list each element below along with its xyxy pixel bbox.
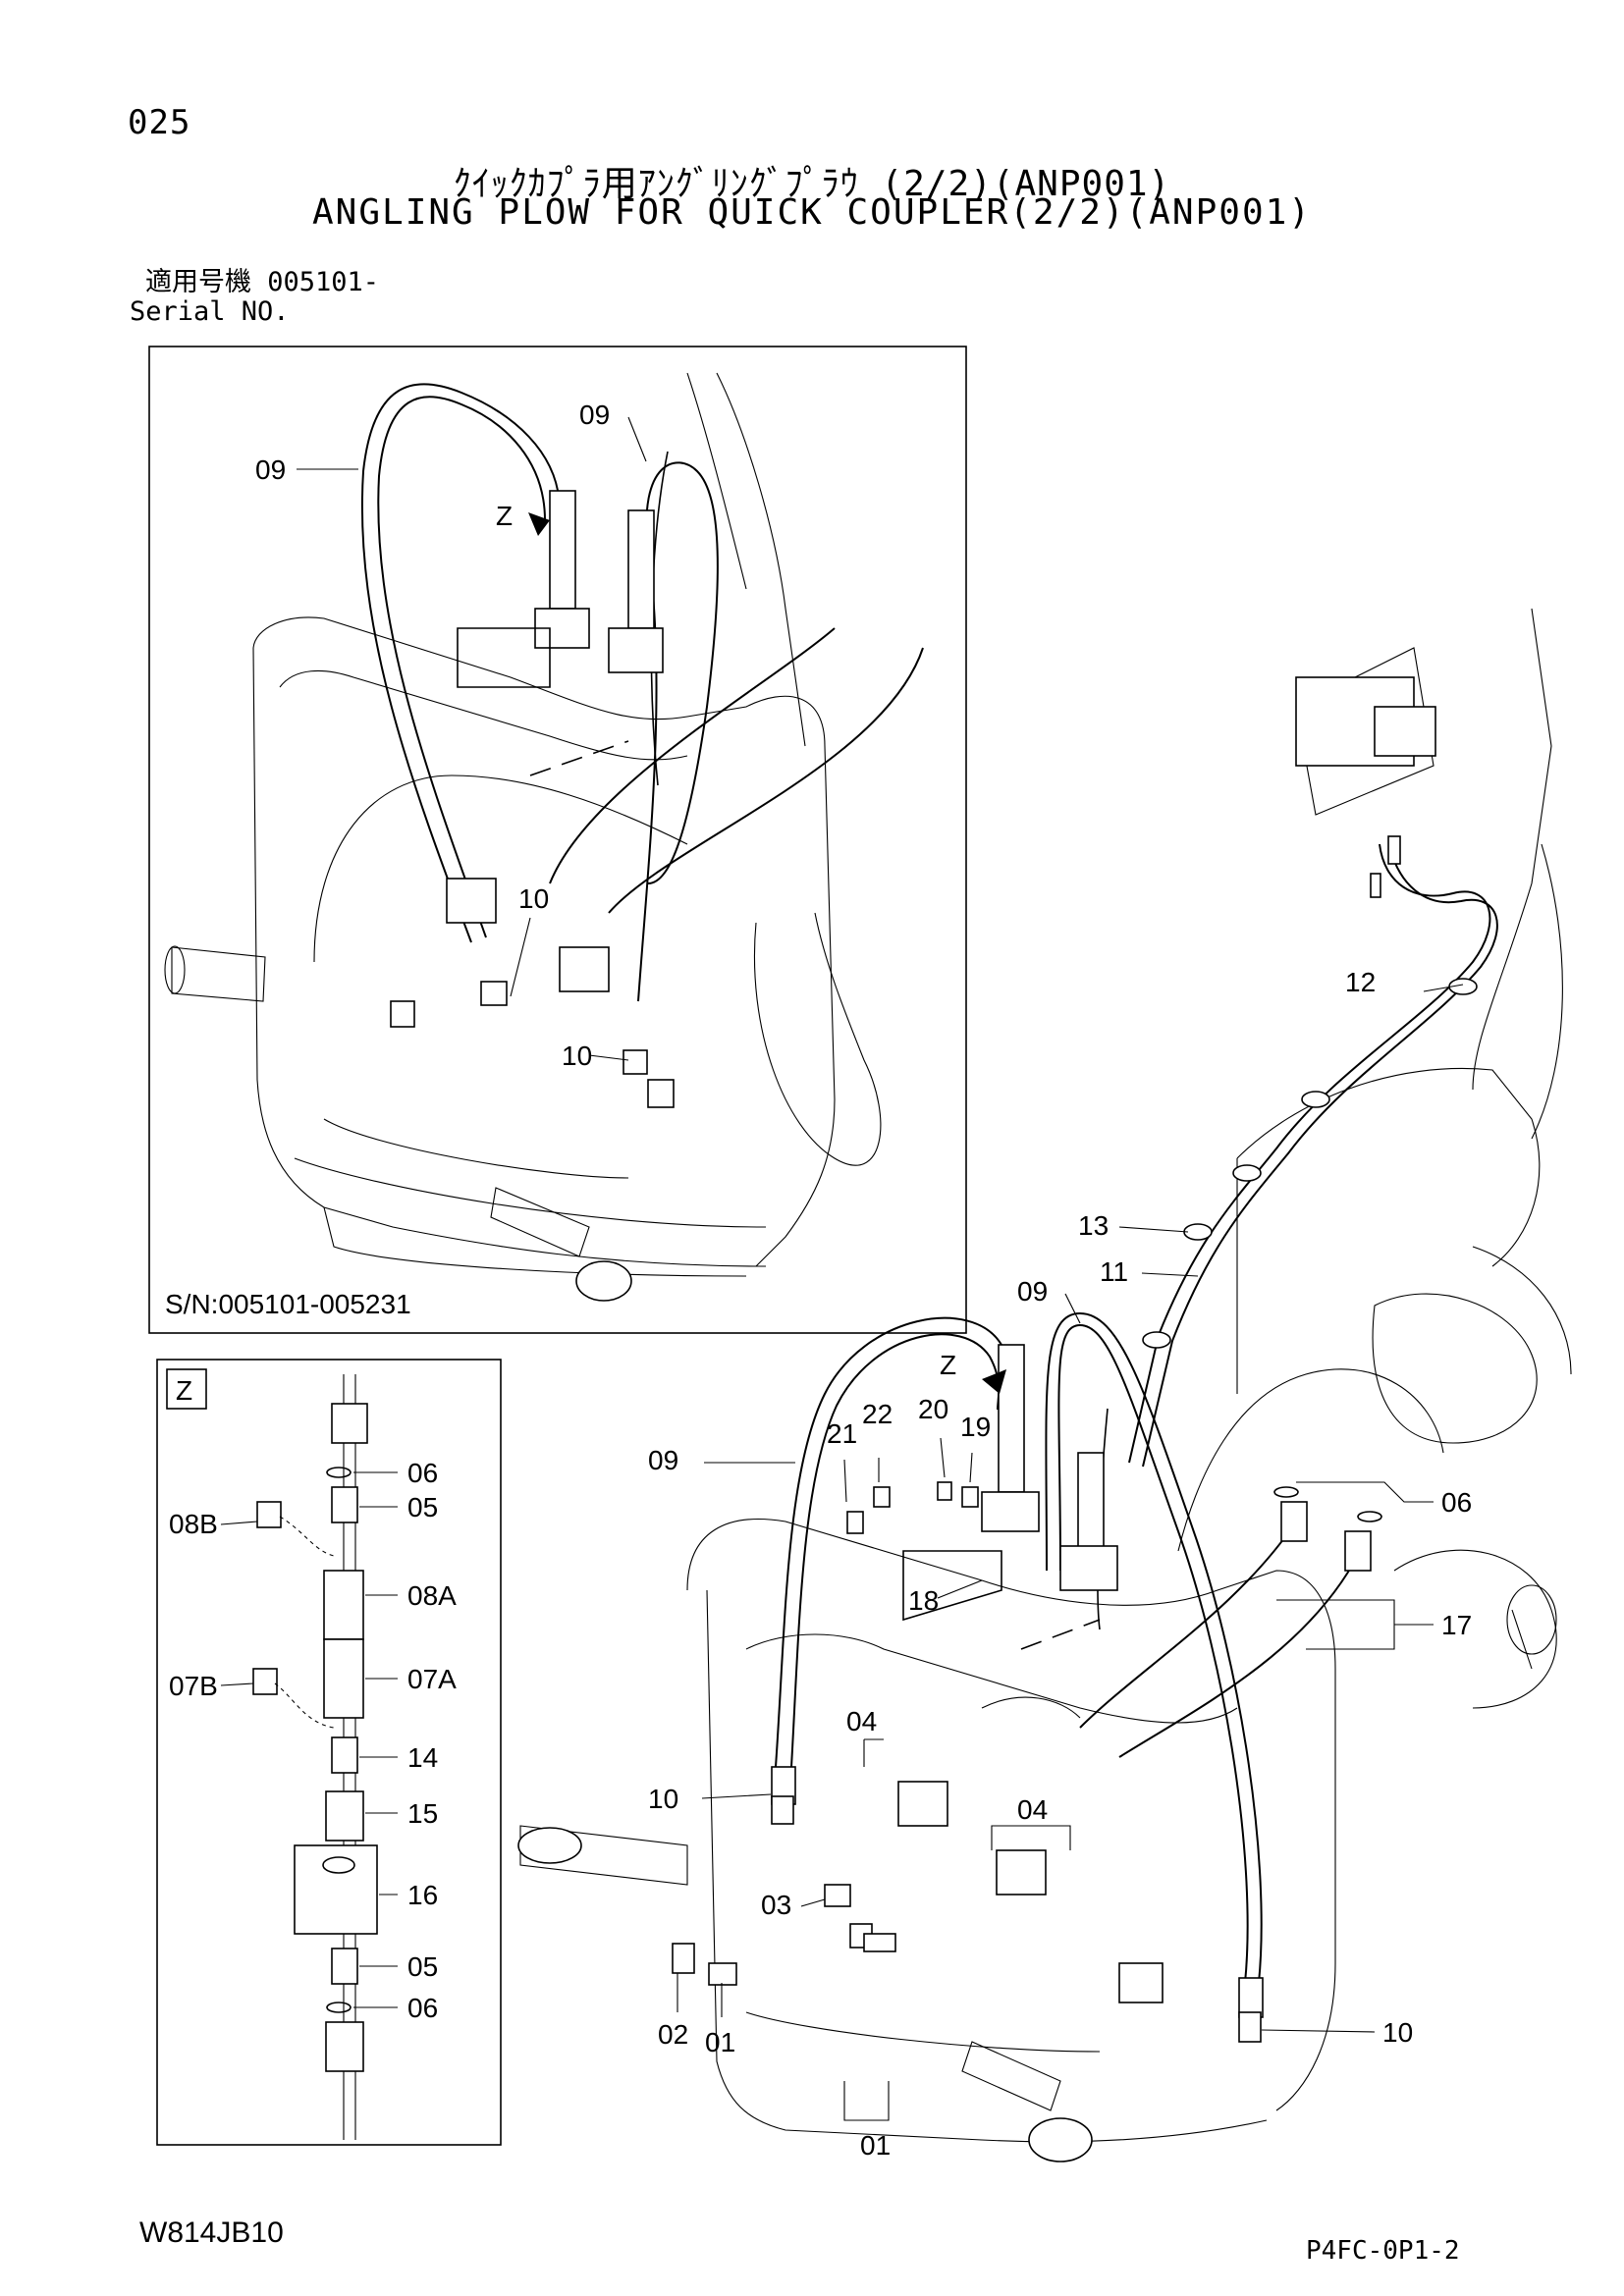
detail-z-label-06-top: 06 — [407, 1458, 438, 1488]
title-japanese: ｸｲｯｸｶﾌﾟﾗ用ｱﾝｸﾞﾘﾝｸﾞﾌﾟﾗｳ (2/2)(ANP001) — [453, 164, 1171, 204]
main-harness — [1128, 676, 1498, 1468]
detail-z-label-08a: 08A — [407, 1580, 457, 1611]
detail-z-title-box — [166, 1368, 207, 1410]
main-label-01-bottom: 01 — [860, 2130, 891, 2161]
main-label-01-adapter: 01 — [705, 2027, 735, 2057]
inset-label-hose-left: 09 — [255, 454, 286, 485]
inset-label-z-arrow: Z — [496, 501, 513, 531]
main-label-06: 06 — [1441, 1487, 1472, 1518]
inset-top-view: 09 09 Z 10 10 S/N:005101-005231 — [148, 346, 967, 1334]
detail-z-title: Z — [176, 1375, 192, 1406]
main-label-18: 18 — [908, 1585, 939, 1616]
detail-z-label-16: 16 — [407, 1880, 438, 1910]
main-label-22: 22 — [862, 1399, 893, 1429]
main-label-04-lower: 04 — [1017, 1794, 1048, 1825]
inset-couplers — [390, 490, 675, 1108]
detail-z-label-05-bottom: 05 — [407, 1951, 438, 1982]
detail-z-view: Z 06 05 08B — [156, 1359, 502, 2146]
detail-z-label-05-top: 05 — [407, 1492, 438, 1522]
inset-frame — [148, 346, 967, 1334]
main-label-20: 20 — [918, 1394, 948, 1424]
detail-z-leaders — [220, 1471, 398, 2008]
main-label-21: 21 — [827, 1418, 857, 1449]
main-label-17: 17 — [1441, 1610, 1472, 1640]
detail-z-label-14: 14 — [407, 1742, 438, 1773]
inset-serial-range: S/N:005101-005231 — [165, 1289, 411, 1319]
main-label-12: 12 — [1345, 967, 1376, 997]
main-label-19: 19 — [960, 1412, 991, 1442]
oring-06-top-icon — [326, 1467, 352, 1478]
title-english: ANGLING PLOW FOR QUICK COUPLER(2/2)(ANP0… — [312, 192, 1312, 233]
detail-z-label-07a: 07A — [407, 1664, 457, 1694]
detail-z-frame — [156, 1359, 502, 2146]
inset-label-fitting-upper: 10 — [518, 883, 549, 914]
oring-06-bottom-icon — [326, 2002, 352, 2013]
main-couplers — [672, 1344, 1382, 2043]
main-label-10-left: 10 — [648, 1784, 678, 1814]
main-label-02: 02 — [658, 2019, 688, 2050]
main-machine-outline — [517, 608, 1572, 2163]
inset-cylinder — [490, 1187, 632, 1302]
drawing-code: W814JB10 — [139, 2216, 284, 2249]
sheet-code: P4FC-0P1-2 — [1306, 2236, 1460, 2266]
inset-label-hose-right: 09 — [579, 400, 610, 430]
main-assembly-view: 12 13 11 09 09 Z 21 22 20 19 18 06 17 04… — [517, 608, 1572, 2163]
main-callouts — [677, 984, 1464, 2121]
main-label-13: 13 — [1078, 1210, 1109, 1241]
main-label-03: 03 — [761, 1890, 791, 1920]
main-label-z-arrow: Z — [940, 1350, 956, 1380]
main-label-09-left: 09 — [648, 1445, 678, 1475]
inset-label-fitting-lower: 10 — [562, 1041, 592, 1071]
detail-z-label-08b: 08B — [169, 1509, 218, 1539]
page-number: 025 — [128, 103, 191, 142]
main-label-09-right: 09 — [1017, 1276, 1048, 1307]
inset-machine-outline — [164, 372, 882, 1277]
detail-z-label-15: 15 — [407, 1798, 438, 1829]
main-hoses — [775, 1311, 1366, 1984]
main-label-10-right: 10 — [1382, 2017, 1413, 2048]
detail-z-label-07b: 07B — [169, 1671, 218, 1701]
inset-callouts — [297, 416, 647, 1061]
serial-label-japanese: 適用号機 005101- — [145, 267, 380, 297]
detail-z-label-06-bottom: 06 — [407, 1993, 438, 2023]
main-label-04-upper: 04 — [846, 1706, 877, 1736]
main-label-11: 11 — [1100, 1256, 1128, 1287]
serial-label-english: Serial NO. — [130, 296, 290, 327]
